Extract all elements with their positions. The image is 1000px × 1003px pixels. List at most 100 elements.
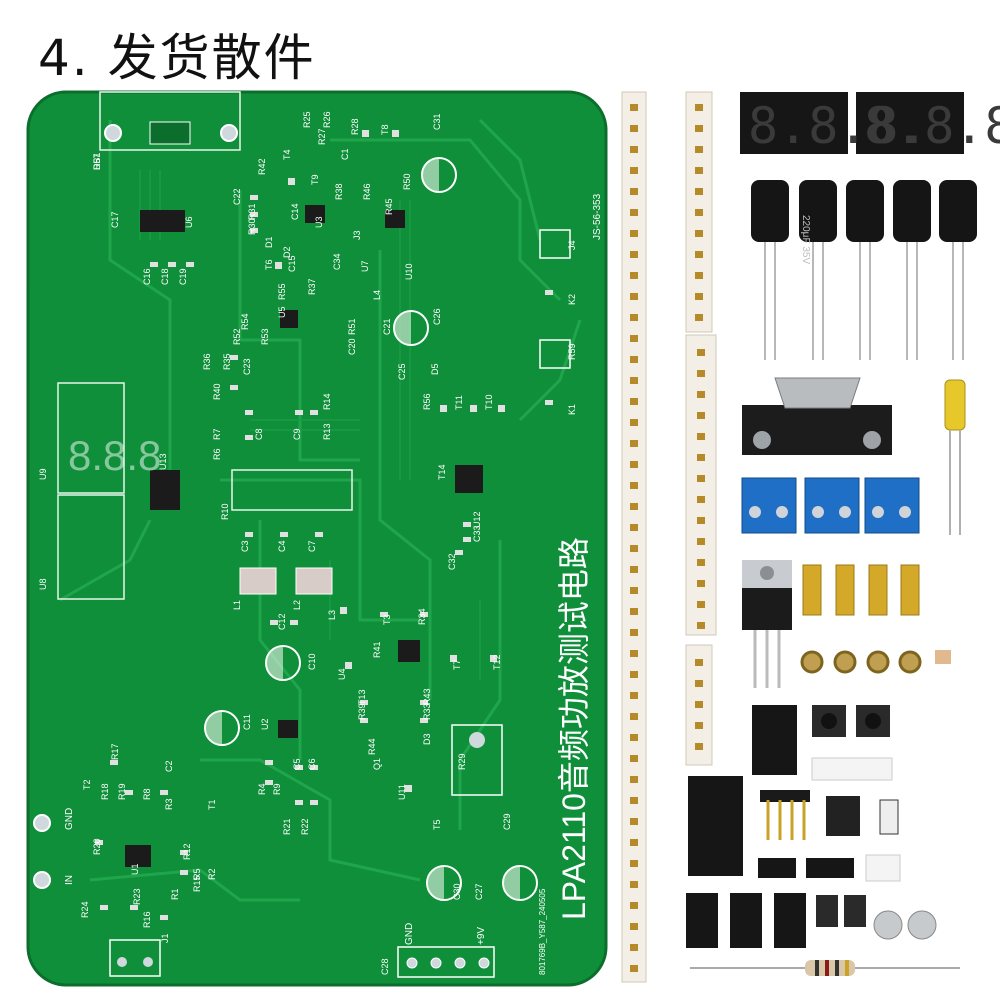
header-pin (697, 412, 705, 419)
designator-j3: J3 (352, 230, 362, 240)
screw-terminal-blocks (741, 477, 920, 534)
header-strips (621, 91, 717, 983)
designator-c27: C27 (474, 883, 484, 900)
header-pin (630, 293, 638, 300)
designator-u4: U4 (337, 668, 347, 680)
designator-c33: C33 (472, 525, 482, 542)
designator-t6: T6 (264, 259, 274, 270)
header-pin (697, 454, 705, 461)
designator-t13: T13 (357, 689, 367, 705)
electrolytic-capacitor (799, 180, 837, 242)
header-pin (697, 475, 705, 482)
designator-c11: C11 (242, 714, 252, 730)
designator-u1: U1 (130, 863, 140, 875)
designator-r36: R36 (202, 353, 212, 370)
header-pin (695, 314, 703, 321)
designator-t11: T11 (454, 395, 464, 410)
designator-t12: T12 (492, 654, 502, 670)
header-pin (630, 272, 638, 279)
nut (866, 650, 890, 674)
header-pin (695, 743, 703, 750)
designator-c4: C4 (277, 540, 287, 552)
designator-r30: R30 (247, 218, 257, 235)
designator-r7: R7 (212, 428, 222, 440)
designator-l4: L4 (372, 290, 382, 300)
designator-t3: T3 (382, 614, 392, 625)
designator-r31: R31 (247, 203, 257, 220)
designator-t2: T2 (82, 779, 92, 790)
header-pin (695, 272, 703, 279)
designator-r15: R15 (192, 875, 202, 892)
designator-r2: R2 (207, 868, 217, 880)
designator-r26: R26 (322, 111, 332, 128)
designator-c5: C5 (292, 758, 302, 770)
designator-r24: R24 (80, 901, 90, 918)
designator-r5: R5 (192, 868, 202, 880)
designator-c30: C30 (452, 883, 462, 900)
header-pin (630, 881, 638, 888)
designator-c6: C6 (307, 758, 317, 770)
header-pin (695, 230, 703, 237)
board-title: LPA2110音频功放测试电路 (556, 537, 592, 920)
designator-u9: U9 (38, 468, 48, 480)
designator-r50: R50 (402, 173, 412, 190)
designator-c8: C8 (254, 428, 264, 440)
designator-r40: R40 (212, 383, 222, 400)
header-pin (630, 545, 638, 552)
electrolytic-capacitor (846, 180, 884, 242)
header-pin (630, 923, 638, 930)
header-pin (630, 755, 638, 762)
header-pin (695, 659, 703, 666)
loose-ics-and-buttons (686, 650, 951, 948)
designator-r12: R12 (182, 843, 192, 860)
header-pin (695, 146, 703, 153)
header-pin (630, 524, 638, 531)
serial-number: 801769B_Y587_240505 (538, 888, 547, 975)
label-gnd-terminal: GND (404, 923, 415, 945)
header-pin (630, 125, 638, 132)
header-pin (630, 713, 638, 720)
designator-r39: R39 (357, 703, 367, 720)
designator-r17: R17 (110, 743, 120, 760)
designator-r25: R25 (302, 111, 312, 128)
header-pin (630, 188, 638, 195)
header-pin (630, 377, 638, 384)
db9-connector (742, 377, 892, 455)
designator-c20: C20 (347, 338, 357, 355)
designator-j1: J1 (160, 933, 170, 943)
designator-t8: T8 (380, 124, 390, 135)
designator-c23: C23 (242, 358, 252, 375)
designator-r43: R43 (422, 688, 432, 705)
designator-r1: R1 (170, 888, 180, 900)
designator-c12: C12 (277, 613, 287, 630)
header-pin (695, 188, 703, 195)
designator-r37: R37 (307, 278, 317, 295)
designator-c17: C17 (110, 211, 120, 228)
designator-u10: U10 (404, 263, 414, 280)
designator-r27: R27 (317, 128, 327, 145)
header-pin (630, 398, 638, 405)
designator-j4: J4 (567, 240, 577, 250)
designator-r18: R18 (100, 783, 110, 800)
designator-c32: C32 (447, 553, 457, 570)
designator-c7: C7 (307, 540, 317, 552)
designator-u13: U13 (158, 453, 168, 470)
header-pin (695, 680, 703, 687)
designator-r33: R33 (422, 703, 432, 720)
designator-r44: R44 (367, 738, 377, 755)
seven-segment-displays: 8.8.8. 8.8.8. (740, 92, 1000, 155)
designator-r9: R9 (272, 783, 282, 795)
designator-u8: U8 (38, 578, 48, 590)
small-capacitor (944, 379, 966, 431)
designator-r20: R20 (92, 838, 102, 855)
brass-standoff (900, 564, 920, 616)
header-pin (695, 293, 703, 300)
header-pin (695, 722, 703, 729)
header-pin (630, 503, 638, 510)
designator-c14: C14 (290, 203, 300, 220)
label-9v-terminal: +9V (476, 927, 487, 945)
designator-t1: T1 (207, 799, 217, 810)
designator-q1: Q1 (372, 758, 382, 770)
